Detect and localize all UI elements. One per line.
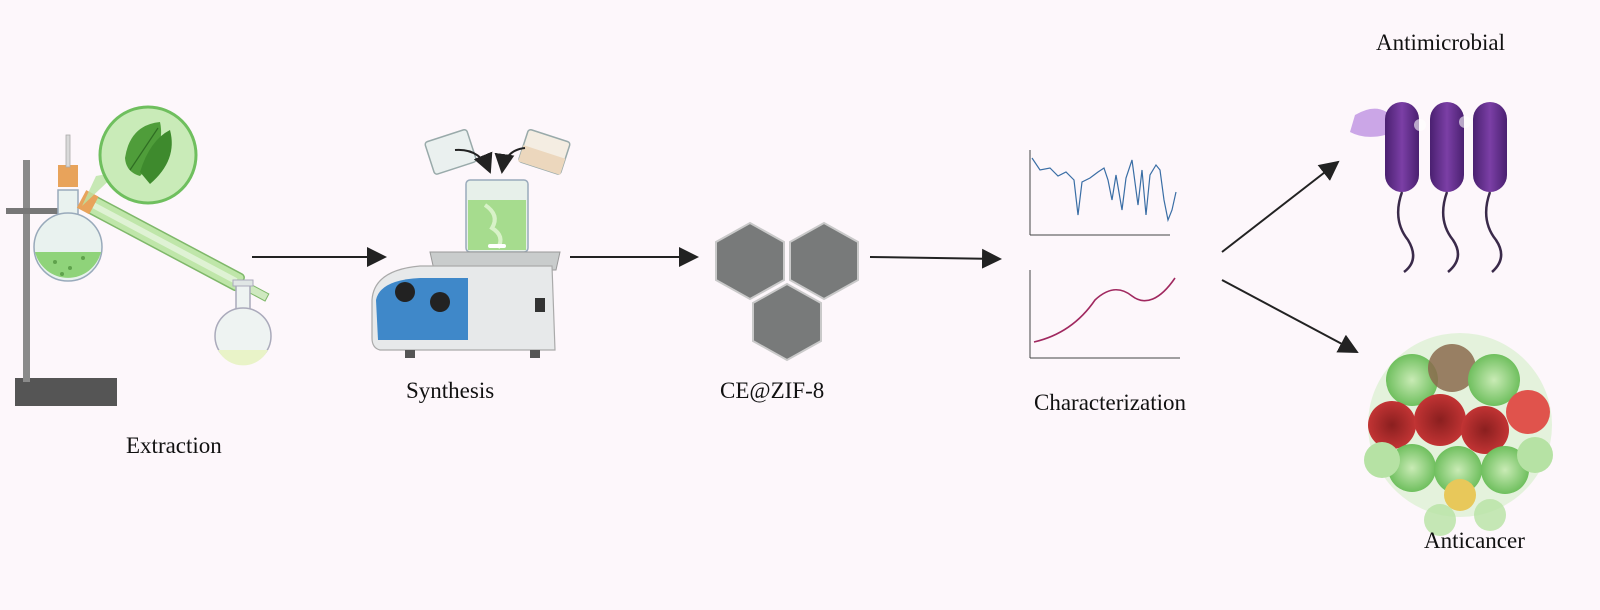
product-label: CE@ZIF-8 — [720, 378, 825, 403]
hexagon-crystals-icon — [715, 221, 859, 362]
magnetic-stirrer-icon — [371, 128, 571, 358]
anticancer-label: Anticancer — [1424, 528, 1525, 553]
bacteria-icon — [1350, 102, 1507, 273]
arrow-to-anticancer — [1221, 279, 1359, 353]
stirrer-panel — [376, 278, 468, 340]
curve-plot — [1029, 270, 1180, 359]
stopper — [58, 165, 78, 187]
bacterium-3 — [1473, 102, 1507, 192]
bacterium-1 — [1385, 102, 1419, 192]
hexagon-3 — [752, 282, 822, 362]
extraction-label: Extraction — [126, 433, 222, 458]
bacterium-2 — [1430, 102, 1464, 192]
stirrer-knob-1 — [395, 282, 415, 302]
hexagon-2 — [789, 221, 859, 301]
spectrum-plots-icon — [1029, 150, 1180, 359]
characterization-label: Characterization — [1034, 390, 1186, 415]
distillation-apparatus-icon — [6, 134, 272, 406]
arrow-product-to-characterization — [869, 248, 1002, 269]
cancer-cell-cluster-icon — [1364, 333, 1553, 536]
stand-base — [15, 378, 117, 406]
stand-clamp — [6, 208, 76, 214]
stand-rod — [23, 160, 30, 382]
stirrer-knob-2 — [430, 292, 450, 312]
hexagon-1 — [715, 221, 785, 301]
arrow-to-antimicrobial — [1221, 160, 1340, 253]
ftir-plot — [1029, 150, 1177, 236]
leaf-icon — [82, 105, 198, 206]
synthesis-label: Synthesis — [406, 378, 495, 403]
antimicrobial-label: Antimicrobial — [1376, 30, 1506, 55]
